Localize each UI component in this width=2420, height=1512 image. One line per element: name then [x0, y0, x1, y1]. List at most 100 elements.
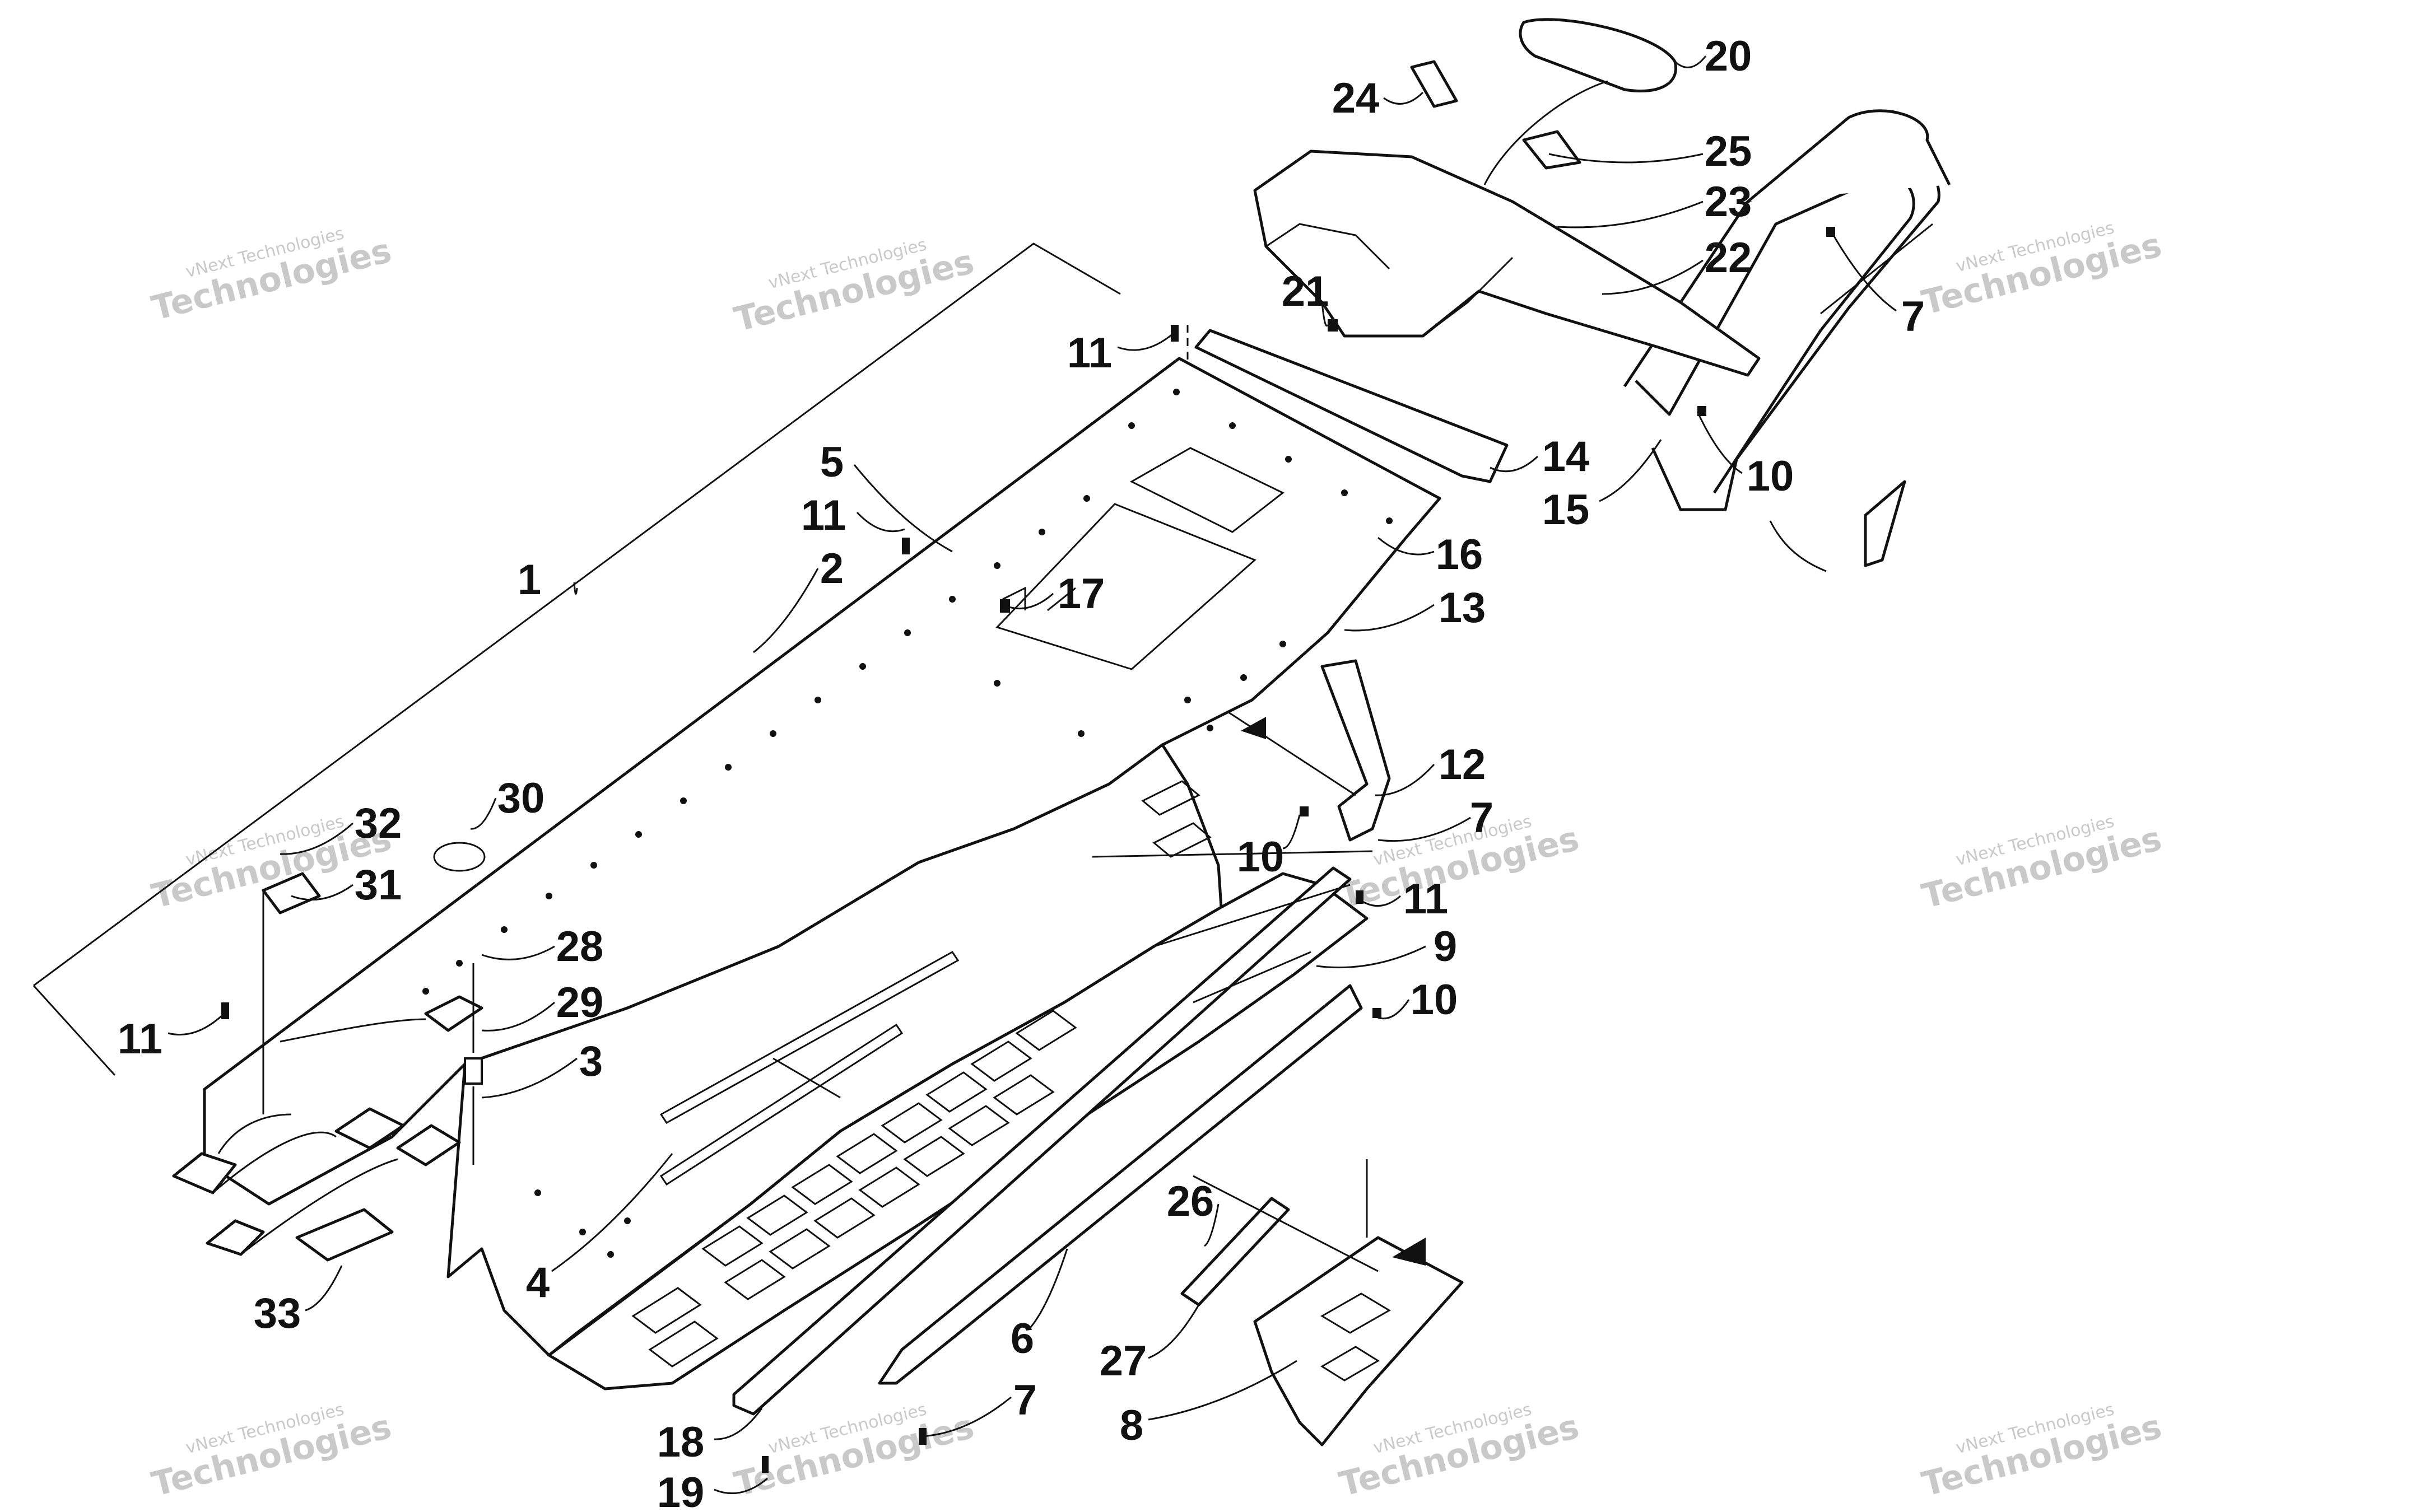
callout-11: 11	[118, 1012, 225, 1063]
callout-number: 4	[526, 1259, 550, 1306]
leader-line	[1358, 895, 1401, 907]
callout-3: 3	[481, 1038, 603, 1099]
tunnel-cutouts	[631, 780, 1212, 1368]
callout-number: 18	[657, 1418, 705, 1466]
callout-18: 18	[657, 1408, 763, 1466]
callout-1: 1	[518, 556, 578, 604]
callout-number: 25	[1705, 128, 1752, 175]
callout-11: 11	[1067, 329, 1174, 377]
leader-line	[856, 511, 905, 533]
callout-number: 1	[518, 556, 541, 604]
callout-20: 20	[1674, 32, 1752, 80]
callout-22: 22	[1602, 234, 1752, 295]
leader-line	[481, 1057, 578, 1099]
callout-15: 15	[1542, 439, 1662, 534]
leader-line	[1383, 91, 1424, 105]
callout-number: 7	[1901, 293, 1925, 340]
leader-line	[481, 945, 555, 960]
callout-26: 26	[1167, 1178, 1220, 1247]
callout-number: 21	[1282, 268, 1329, 315]
leader-line	[280, 822, 353, 855]
callout-5: 5	[820, 438, 953, 553]
callout-number: 23	[1705, 178, 1752, 226]
leader-line	[1599, 439, 1662, 502]
leader-line	[1321, 302, 1329, 327]
callout-number: 10	[1411, 976, 1458, 1024]
callout-number: 20	[1705, 32, 1752, 80]
leader-line	[1696, 411, 1743, 474]
leader-line	[1375, 999, 1410, 1020]
callout-number: 22	[1705, 234, 1752, 282]
callout-9: 9	[1316, 923, 1457, 970]
leader-line	[1204, 1203, 1220, 1247]
leader-line	[1002, 592, 1054, 610]
leader-line	[305, 1265, 343, 1312]
callout-30: 30	[470, 774, 545, 830]
callout-12: 12	[1375, 741, 1486, 796]
callout-number: 13	[1439, 584, 1486, 632]
callout-number: 29	[556, 979, 604, 1026]
callout-7: 7	[1377, 794, 1493, 842]
callout-number: 7	[1470, 794, 1493, 842]
leader-line	[1674, 55, 1707, 68]
callout-number: 27	[1100, 1337, 1147, 1385]
callout-number: 10	[1747, 452, 1794, 500]
callout-number: 11	[118, 1015, 162, 1063]
tunnel-assembly	[203, 357, 1441, 1390]
leader-line	[753, 568, 819, 654]
callout-10: 10	[1696, 411, 1794, 500]
leader-line	[167, 1012, 225, 1036]
callout-number: 11	[1067, 329, 1112, 377]
callout-number: 11	[801, 492, 846, 539]
callout-number: 30	[497, 774, 545, 822]
callout-number: 28	[556, 923, 604, 970]
callout-number: 3	[579, 1038, 603, 1085]
callout-6: 6	[1011, 1248, 1068, 1362]
leader-line	[1375, 763, 1435, 796]
leader-line	[1490, 455, 1539, 473]
leader-line	[573, 582, 578, 595]
leader-line	[470, 797, 497, 830]
leader-line	[1282, 814, 1301, 850]
callout-16: 16	[1377, 531, 1483, 578]
callout-17: 17	[1002, 570, 1105, 618]
leader-line	[1377, 536, 1435, 556]
leader-line	[714, 1477, 768, 1495]
callout-2: 2	[753, 545, 844, 654]
callout-24: 24	[1332, 74, 1424, 122]
leader-line	[551, 1153, 673, 1272]
callout-number: 10	[1237, 833, 1285, 881]
leader-line	[1831, 232, 1897, 312]
wiring-harness	[172, 963, 483, 1256]
callout-number: 16	[1436, 531, 1483, 578]
leader-line	[1148, 1304, 1200, 1359]
callout-number: 26	[1167, 1178, 1214, 1225]
callout-19: 19	[657, 1469, 768, 1512]
callout-number: 2	[820, 545, 844, 592]
leader-line	[1377, 816, 1471, 842]
callout-28: 28	[481, 923, 604, 970]
rivet-holes	[422, 389, 1393, 1258]
assembly-bracket	[32, 242, 1121, 1076]
leader-line	[1344, 604, 1435, 632]
slide-rails	[732, 866, 1363, 1416]
callout-number: 6	[1011, 1315, 1034, 1362]
leader-line	[1148, 1360, 1297, 1421]
leader-line	[1602, 259, 1704, 295]
shock-bracket	[1092, 659, 1391, 858]
callout-number: 24	[1332, 74, 1380, 122]
leader-line	[714, 1408, 763, 1440]
callout-number: 17	[1058, 570, 1105, 618]
callout-31: 31	[291, 861, 402, 909]
callout-11: 11	[1358, 875, 1448, 923]
callout-29: 29	[481, 979, 604, 1032]
callout-23: 23	[1557, 178, 1752, 228]
callout-21: 21	[1282, 268, 1329, 327]
callout-7: 7	[1831, 232, 1925, 340]
callout-11: 11	[801, 492, 905, 539]
callout-number: 7	[1013, 1376, 1037, 1424]
callout-32: 32	[280, 800, 402, 855]
callout-number: 12	[1439, 741, 1486, 788]
